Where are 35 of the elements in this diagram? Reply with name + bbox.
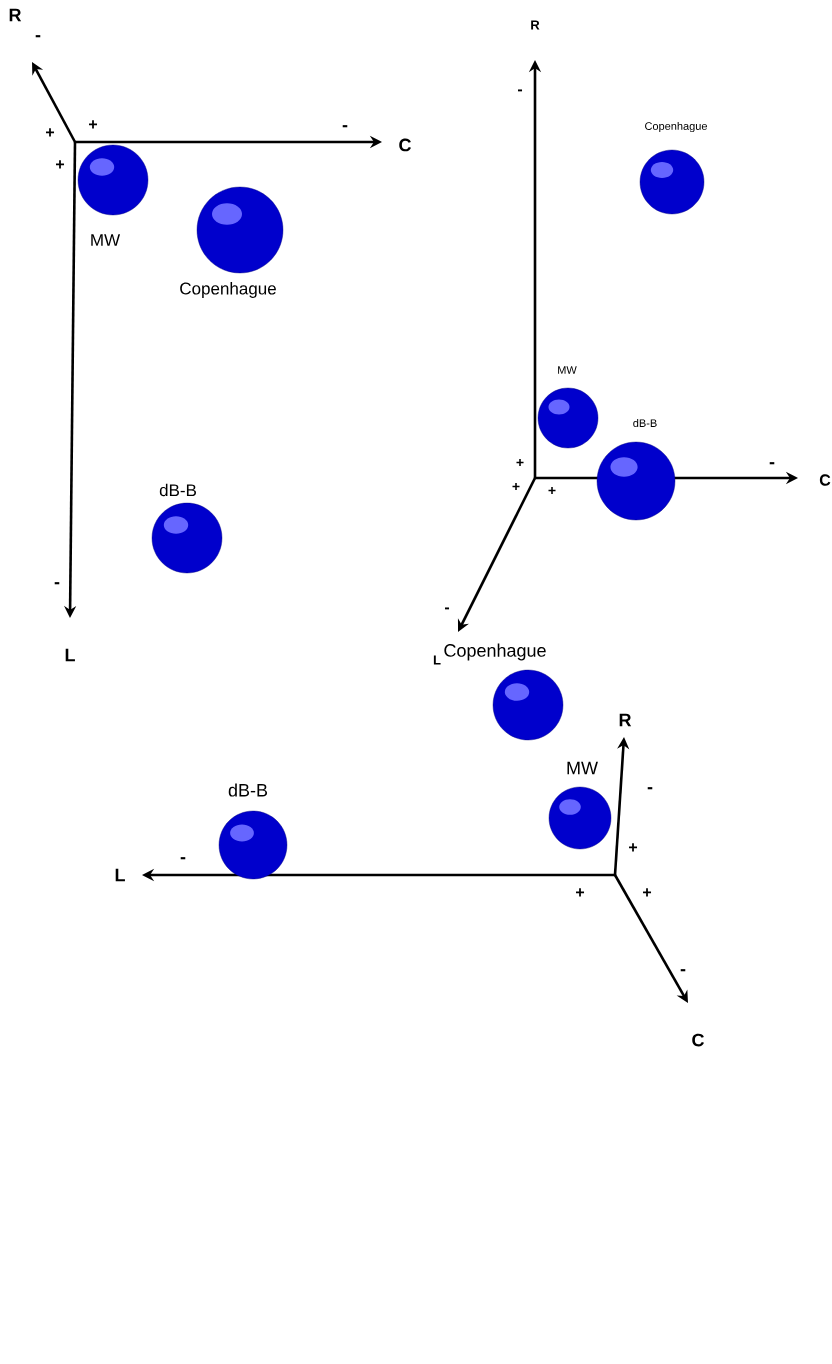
- sphere-label: MW: [567, 761, 598, 775]
- sign-label: +: [643, 888, 652, 897]
- sphere-label: Copenhague: [180, 282, 276, 298]
- sign-label: -: [180, 857, 186, 860]
- axis-label: L: [433, 655, 441, 665]
- axis-label: R: [9, 8, 22, 22]
- sphere-label: MW: [558, 366, 577, 374]
- sign-label: -: [647, 787, 653, 790]
- sign-label: +: [46, 128, 54, 137]
- sign-label: -: [680, 969, 686, 972]
- sign-label: -: [35, 35, 41, 38]
- sign-label: +: [629, 843, 638, 852]
- sphere-label: dB-B: [633, 418, 657, 428]
- axis-label: R: [531, 20, 540, 30]
- sign-label: +: [89, 120, 97, 129]
- sphere-label: dB-B: [159, 483, 196, 497]
- sign-label: -: [54, 582, 60, 585]
- sign-label: -: [342, 125, 348, 128]
- sphere-label: Copenhague: [444, 643, 546, 661]
- sign-label: +: [512, 482, 520, 490]
- axis-label: L: [65, 648, 75, 662]
- axis-label: C: [399, 138, 411, 152]
- sphere-label: MW: [91, 234, 121, 246]
- sign-label: -: [769, 462, 775, 465]
- sphere-label: Copenhague: [645, 121, 707, 133]
- sphere-label: dB-B: [228, 783, 268, 797]
- sign-label: +: [548, 486, 556, 494]
- sign-label: +: [516, 458, 524, 466]
- sign-label: -: [517, 89, 523, 92]
- sign-label: -: [444, 607, 450, 610]
- sign-label: +: [576, 888, 585, 897]
- axis-label: C: [692, 1033, 705, 1047]
- axis-label: L: [115, 868, 125, 882]
- axis-label: R: [619, 713, 632, 727]
- axis-label: C: [819, 474, 831, 486]
